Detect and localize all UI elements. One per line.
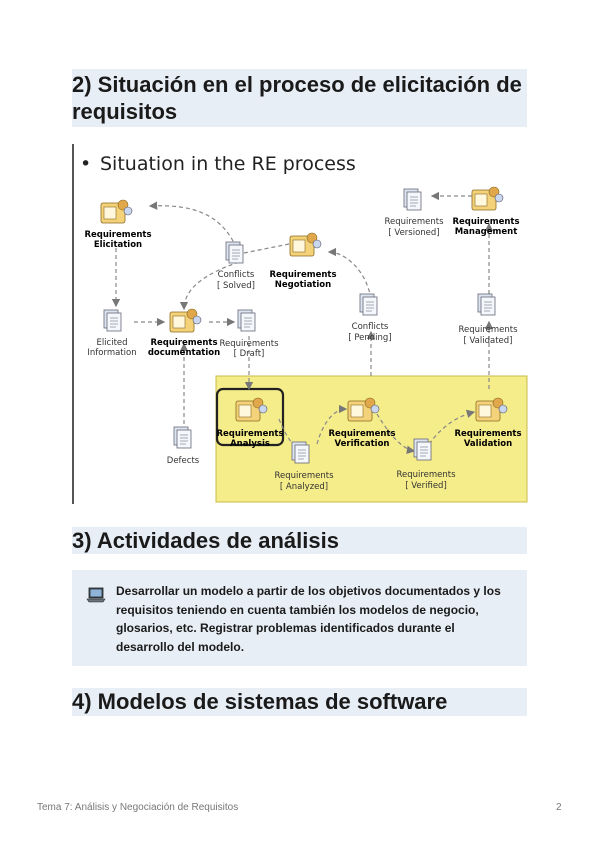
artifact-verified-l1: Requirements <box>396 470 456 480</box>
artifact-draft-icon <box>237 309 256 332</box>
node-negotiation-l2: Negotiation <box>275 280 331 290</box>
artifact-elicited-l1: Elicited <box>96 338 127 348</box>
artifact-draft-l1: Requirements <box>219 339 279 349</box>
node-negotiation-icon <box>289 232 322 257</box>
node-elicitation-l2: Elicitation <box>94 240 142 250</box>
artifact-defects-icon <box>173 426 192 449</box>
re-process-svg: • Situation in the RE process Requiremen… <box>80 153 528 503</box>
artifact-elicited-icon <box>103 309 122 332</box>
figure-title: Situation in the RE process <box>100 153 356 175</box>
node-analysis-l1: Requirements <box>216 429 283 439</box>
artifact-validated-icon <box>477 293 496 316</box>
node-management-l2: Management <box>455 227 518 237</box>
artifact-solved-l2: [ Solved] <box>217 281 255 291</box>
artifact-versioned-l1: Requirements <box>384 217 444 227</box>
node-validation-l1: Requirements <box>454 429 521 439</box>
node-elicitation-l1: Requirements <box>84 230 151 240</box>
note-box: Desarrollar un modelo a partir de los ob… <box>72 570 527 666</box>
artifact-versioned-l2: [ Versioned] <box>388 228 439 238</box>
node-analysis-l2: Analysis <box>230 439 270 449</box>
node-management-l1: Requirements <box>452 217 519 227</box>
node-documentation-l1: Requirements <box>150 338 217 348</box>
artifact-analyzed-l2: [ Analyzed] <box>280 482 328 492</box>
artifact-solved-l1: Conflicts <box>218 270 255 280</box>
artifact-pending-icon <box>359 293 378 316</box>
figure-bullet: • <box>80 153 91 175</box>
artifact-draft-l2: [ Draft] <box>234 349 265 359</box>
artifact-defects-l1: Defects <box>167 456 200 466</box>
node-verification-l1: Requirements <box>328 429 395 439</box>
node-validation-l2: Validation <box>464 439 512 449</box>
page-number: 2 <box>556 802 562 813</box>
node-negotiation-l1: Requirements <box>269 270 336 280</box>
node-elicitation-icon <box>100 199 133 224</box>
node-documentation-icon <box>169 308 202 333</box>
artifact-pending-l2: [ Pending] <box>348 333 391 343</box>
artifact-analyzed-icon <box>291 441 310 464</box>
laptop-icon <box>86 587 106 603</box>
artifact-validated-l1: Requirements <box>458 325 518 335</box>
artifact-verified-l2: [ Verified] <box>405 481 447 491</box>
note-text: Desarrollar un modelo a partir de los ob… <box>116 584 501 654</box>
footer-title: Tema 7: Análisis y Negociación de Requis… <box>37 802 239 813</box>
section-heading-situacion: 2) Situación en el proceso de elicitació… <box>72 69 527 127</box>
node-documentation-l2: documentation <box>148 348 220 358</box>
artifact-versioned-icon <box>403 188 422 211</box>
re-process-diagram: • Situation in the RE process Requiremen… <box>72 144 529 504</box>
artifact-analyzed-l1: Requirements <box>274 471 334 481</box>
node-management-icon <box>471 186 504 211</box>
artifact-validated-l2: [ Validated] <box>464 336 513 346</box>
artifact-solved-icon <box>225 241 244 264</box>
artifact-elicited-l2: Information <box>87 348 136 358</box>
section-heading-modelos: 4) Modelos de sistemas de software <box>72 688 527 716</box>
section-heading-actividades: 3) Actividades de análisis <box>72 527 527 554</box>
highlight-area <box>215 375 528 503</box>
artifact-verified-icon <box>413 438 432 461</box>
node-verification-l2: Verification <box>335 439 390 449</box>
artifact-pending-l1: Conflicts <box>352 322 389 332</box>
